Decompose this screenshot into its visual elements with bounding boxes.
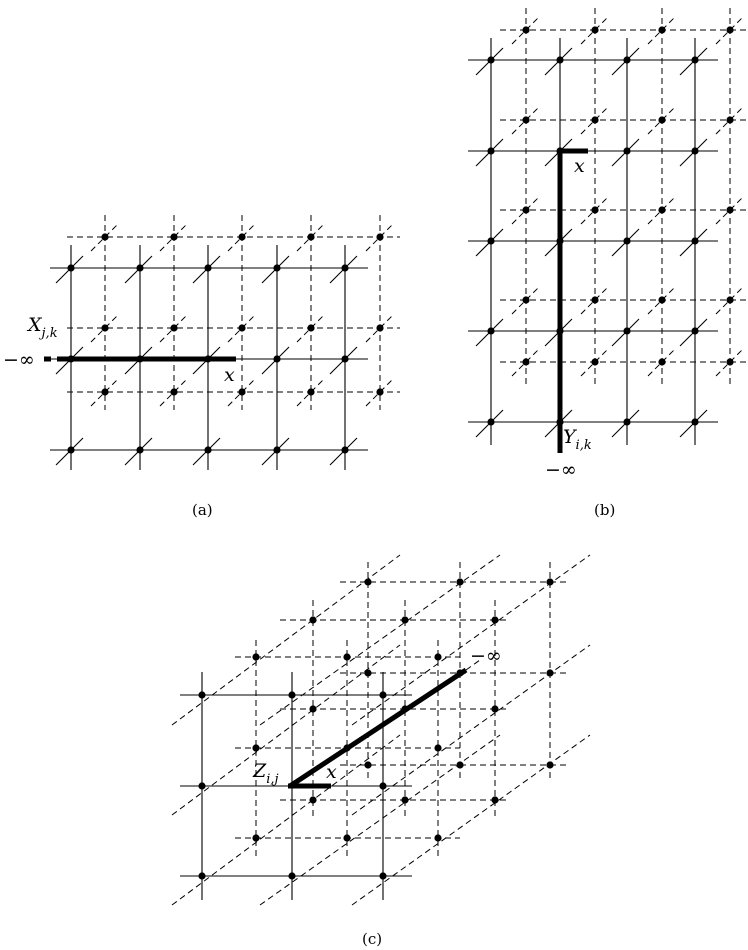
panel-a-infinity-label: −∞ [3, 349, 35, 371]
panel-c-start-label: Zi,j [252, 760, 279, 787]
panel-b-nodes [487, 26, 734, 426]
panel-a-end-label: x [224, 364, 235, 386]
panel-b-infinity-label: −∞ [545, 459, 577, 481]
panel-b-end-label: x [574, 155, 585, 177]
panel-c-caption: (c) [362, 930, 382, 948]
panel-b-back-layer [500, 8, 748, 385]
panel-c-depth-edges [171, 554, 591, 906]
panel-c-infinity-tail [465, 659, 481, 671]
panel-c-end-label: x [326, 761, 337, 783]
panel-c-infinity-label: −∞ [470, 645, 502, 667]
panel-a: Xj,k −∞ x (a) [3, 215, 400, 519]
panel-a-nodes [67, 233, 384, 454]
panel-b-start-label: Yi,k [563, 426, 592, 453]
panel-c: Zi,j x −∞ (c) [171, 554, 591, 948]
panel-b-front-layer [468, 38, 718, 445]
panel-c-front-layer [180, 672, 412, 900]
panel-b-depth-edges [475, 15, 745, 438]
panel-a-back-layer [67, 215, 400, 410]
panel-a-start-label: Xj,k [26, 314, 58, 341]
panel-c-bold-path [288, 667, 468, 789]
panel-b-caption: (b) [594, 501, 615, 519]
panel-a-depth-edges [55, 223, 394, 466]
panel-a-caption: (a) [192, 501, 213, 519]
panel-b: x Yi,k −∞ (b) [468, 8, 748, 519]
